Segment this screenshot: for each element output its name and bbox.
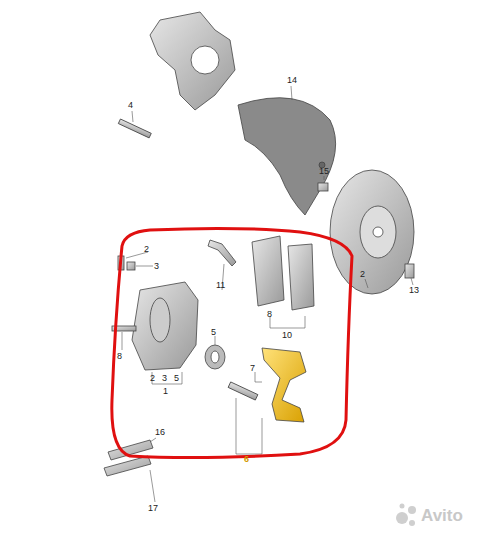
callout-number: 2 bbox=[144, 245, 149, 254]
callout-number: 6 bbox=[244, 455, 249, 464]
callout-number: 11 bbox=[216, 281, 225, 290]
callout-number: 14 bbox=[287, 76, 297, 85]
callout-number: 13 bbox=[409, 286, 419, 295]
watermark-icon bbox=[396, 504, 416, 527]
callout-number: 1 bbox=[163, 387, 168, 396]
callout-number: 3 bbox=[154, 262, 159, 271]
callout-number: 17 bbox=[148, 504, 158, 513]
callout-number: 10 bbox=[282, 331, 292, 340]
callout-number: 7 bbox=[250, 364, 255, 373]
callout-number: 4 bbox=[128, 101, 133, 110]
callout-number: 16 bbox=[155, 428, 165, 437]
callout-number: 2 bbox=[150, 374, 155, 383]
callout-number: 8 bbox=[267, 310, 272, 319]
watermark: Avito bbox=[421, 507, 463, 524]
callout-number: 5 bbox=[211, 328, 216, 337]
callout-number: 15 bbox=[319, 167, 329, 176]
callout-number: 8 bbox=[117, 352, 122, 361]
callout-number: 2 bbox=[360, 270, 365, 279]
callout-number: 5 bbox=[174, 374, 179, 383]
callout-number: 3 bbox=[162, 374, 167, 383]
